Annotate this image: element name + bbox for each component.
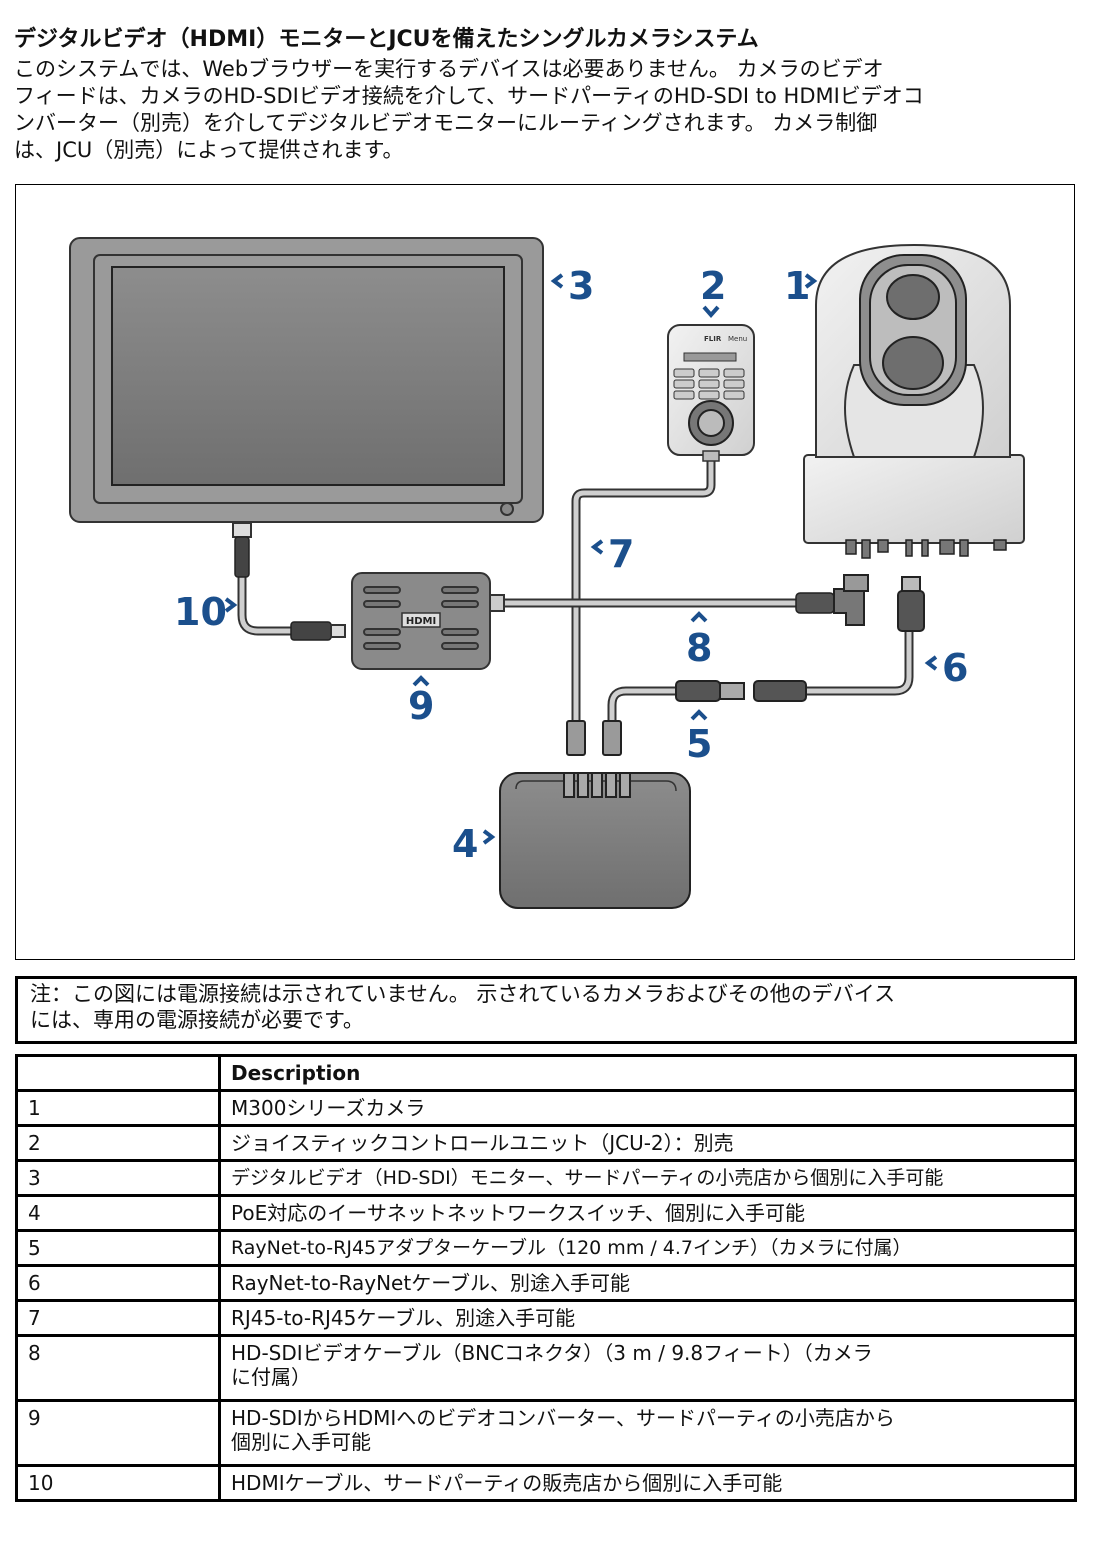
row-description: M300シリーズカメラ [218, 1089, 1077, 1127]
callout-3: 3 [568, 264, 594, 308]
callout-6: 6 [942, 646, 968, 690]
intro-line: このシステムでは、Webブラウザーを実行するデバイスは必要ありません。 カメラの… [14, 57, 884, 81]
callout-2-arrow [702, 305, 720, 319]
callout-labels: 1 2 3 4 5 6 7 8 9 10 [174, 264, 968, 866]
callout-7-arrow [590, 539, 604, 555]
callout-3-arrow [550, 273, 564, 289]
jcu-menu-text: Menu [728, 335, 747, 343]
table-header-description: Description [218, 1054, 1077, 1092]
jcu-brand-text: FLIR [704, 335, 722, 343]
row-number: 1 [15, 1089, 221, 1127]
hdmi-converter: HDMI [351, 572, 505, 670]
network-switch [499, 772, 691, 909]
section-heading: デジタルビデオ（HDMI）モニターとJCUを備えたシングルカメラシステム [14, 27, 759, 52]
row-description: HD-SDIからHDMIへのビデオコンバーター、サードパーティの小売店から 個別… [218, 1399, 1077, 1467]
intro-paragraph: このシステムでは、Webブラウザーを実行するデバイスは必要ありません。 カメラの… [14, 56, 1054, 164]
callout-8-arrow [690, 611, 708, 623]
row-description: ジョイスティックコントロールユニット（JCU-2）：別売 [218, 1124, 1077, 1162]
row-number: 7 [15, 1299, 221, 1337]
table-header-num [15, 1054, 221, 1092]
row-number: 5 [15, 1229, 221, 1267]
row-description: RJ45-to-RJ45ケーブル、別途入手可能 [218, 1299, 1077, 1337]
row-description-line: HD-SDIビデオケーブル（BNCコネクタ）（3 m / 9.8フィート）（カメ… [231, 1341, 873, 1365]
bnc-connector [795, 574, 869, 626]
intro-line: ンバーター（別売）を介してデジタルビデオモニターにルーティングされます。 カメラ… [14, 111, 878, 135]
m300-camera [803, 243, 1025, 559]
callout-5: 5 [686, 722, 712, 766]
cables [237, 445, 914, 730]
callout-6-arrow [924, 655, 938, 671]
callout-2: 2 [700, 264, 726, 308]
table-row: 10 HDMIケーブル、サードパーティの販売店から個別に入手可能 [15, 1464, 1077, 1502]
description-table: Description 1 M300シリーズカメラ 2 ジョイスティックコントロ… [15, 1054, 1077, 1502]
rj45-plug [566, 720, 622, 756]
callout-9-arrow [412, 675, 430, 687]
callout-4: 4 [452, 822, 478, 866]
row-number: 3 [15, 1159, 221, 1197]
row-description: HD-SDIビデオケーブル（BNCコネクタ）（3 m / 9.8フィート）（カメ… [218, 1334, 1077, 1402]
callout-5-arrow [690, 709, 708, 721]
system-diagram: HDMI [15, 184, 1075, 960]
callout-10: 10 [174, 590, 227, 634]
intro-line: フィードは、カメラのHD-SDIビデオ接続を介して、サードパーティのHD-SDI… [14, 84, 924, 108]
note-line: 注：この図には電源接続は示されていません。 示されているカメラおよびその他のデバ… [30, 982, 896, 1006]
row-number: 6 [15, 1264, 221, 1302]
table-header-row: Description [15, 1054, 1077, 1092]
table-row: 5 RayNet-to-RJ45アダプターケーブル（120 mm / 4.7イン… [15, 1229, 1077, 1267]
diagram-canvas: HDMI [69, 237, 1025, 909]
row-number: 2 [15, 1124, 221, 1162]
table-row: 6 RayNet-to-RayNetケーブル、別途入手可能 [15, 1264, 1077, 1302]
joystick-control-unit: FLIR Menu [667, 324, 755, 462]
callout-10-arrow [224, 597, 238, 613]
callout-1-arrow [804, 273, 818, 289]
row-description-line: に付属） [231, 1365, 311, 1389]
row-description-line: HD-SDIからHDMIへのビデオコンバーター、サードパーティの小売店から [231, 1406, 895, 1430]
table-row: 2 ジョイスティックコントロールユニット（JCU-2）：別売 [15, 1124, 1077, 1162]
row-description: HDMIケーブル、サードパーティの販売店から個別に入手可能 [218, 1464, 1077, 1502]
table-row: 4 PoE対応のイーサネットネットワークスイッチ、個別に入手可能 [15, 1194, 1077, 1232]
intro-line: は、JCU（別売）によって提供されます。 [14, 138, 404, 162]
cable-hdmi-10 [237, 572, 296, 636]
note-line: には、専用の電源接続が必要です。 [30, 1008, 364, 1032]
callout-4-arrow [482, 829, 496, 845]
monitor [69, 237, 544, 523]
raynet-connector [675, 576, 925, 702]
row-description: RayNet-to-RJ45アダプターケーブル（120 mm / 4.7インチ）… [218, 1229, 1077, 1267]
row-description: RayNet-to-RayNetケーブル、別途入手可能 [218, 1264, 1077, 1302]
row-number: 10 [15, 1464, 221, 1502]
hdmi-logo-text: HDMI [406, 616, 436, 627]
callout-9: 9 [408, 684, 434, 728]
row-description: PoE対応のイーサネットネットワークスイッチ、個別に入手可能 [218, 1194, 1077, 1232]
power-note: 注：この図には電源接続は示されていません。 示されているカメラおよびその他のデバ… [15, 976, 1077, 1044]
table-row: 3 デジタルビデオ（HD-SDI）モニター、サードパーティの小売店から個別に入手… [15, 1159, 1077, 1197]
table-row: 1 M300シリーズカメラ [15, 1089, 1077, 1127]
table-row: 7 RJ45-to-RJ45ケーブル、別途入手可能 [15, 1299, 1077, 1337]
table-row: 8 HD-SDIビデオケーブル（BNCコネクタ）（3 m / 9.8フィート）（… [15, 1334, 1077, 1402]
cable-raynet-6 [801, 625, 914, 696]
row-number: 4 [15, 1194, 221, 1232]
callout-7: 7 [608, 532, 634, 576]
table-row: 9 HD-SDIからHDMIへのビデオコンバーター、サードパーティの小売店から … [15, 1399, 1077, 1467]
row-description-line: 個別に入手可能 [231, 1430, 371, 1454]
row-number: 8 [15, 1334, 221, 1402]
row-description: デジタルビデオ（HD-SDI）モニター、サードパーティの小売店から個別に入手可能 [218, 1159, 1077, 1197]
row-number: 9 [15, 1399, 221, 1467]
callout-8: 8 [686, 626, 712, 670]
cable-adapter-5 [607, 686, 681, 730]
hdmi-connector [232, 522, 346, 641]
